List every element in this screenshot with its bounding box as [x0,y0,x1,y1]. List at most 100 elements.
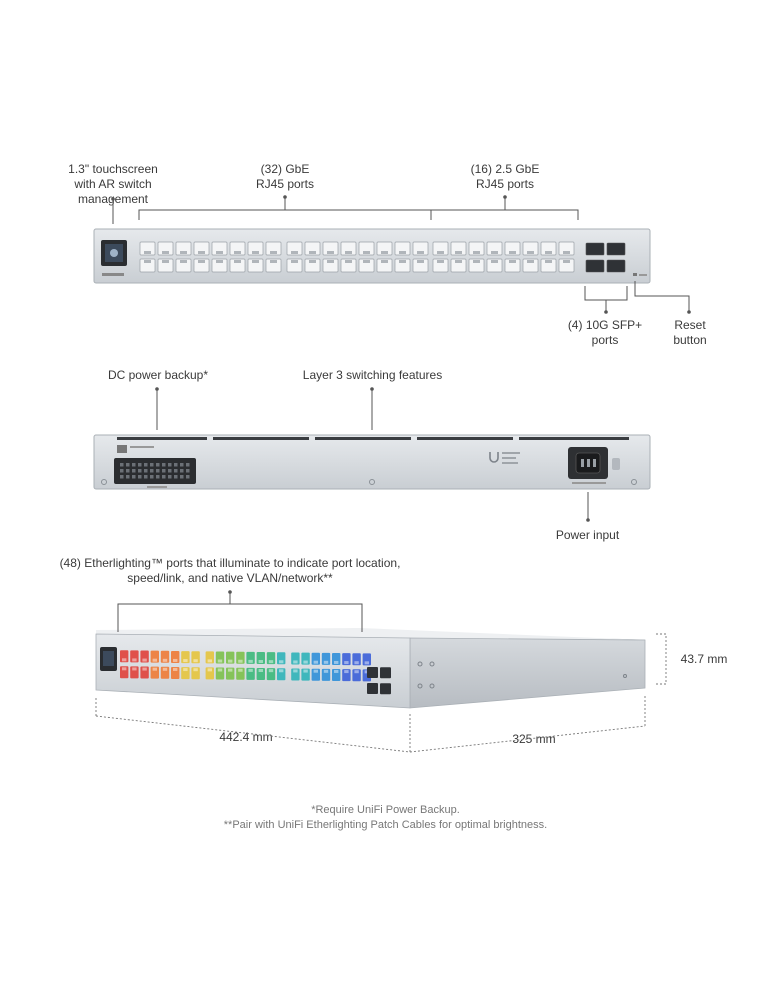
etherlighting-port-tab-37 [313,660,318,664]
etherlighting-port-9 [160,650,170,663]
etherlighting-port-40 [321,668,331,681]
dc-connector-pins [120,463,190,479]
front-rj45-tab-33 [437,251,444,254]
front-rj45-tab-29 [399,251,406,254]
etherlighting-port-39 [321,652,331,665]
front-sfp-port-3 [606,242,626,256]
front-rj45-tab-37 [473,251,480,254]
dc-pin-4 [138,463,142,467]
etherlighting-port-tab-35 [303,660,308,664]
etherlighting-port-6 [140,666,149,679]
front-rj45-port-7 [193,241,210,256]
etherlighting-port-tab-10 [162,667,168,671]
front-rj45-tab-45 [545,251,552,254]
dc-pin-3 [132,463,136,467]
power-input-label: Power input [555,528,620,542]
front-view [93,228,651,284]
front-rj45-tab-32 [417,260,424,263]
front-rj45-port-47 [558,241,575,256]
depth-dim-line [409,725,646,753]
rear-callout-lines [156,389,589,520]
reset-leader [634,281,690,312]
rear-vent-slots [117,437,629,440]
etherlighting-port-tab-33 [293,660,298,664]
dc-pin-15 [132,469,136,473]
dc-pin-30 [150,475,154,479]
etherlighting-port-27 [256,652,265,665]
front-rj45-port-28 [376,258,393,273]
front-rj45-tab-46 [545,260,552,263]
etherlighting-port-tab-32 [279,669,284,673]
front-rj45-port-27 [376,241,393,256]
rear-compliance-text-2 [502,457,516,459]
front-rj45-tab-17 [291,251,298,254]
etherlighting-port-32 [277,668,286,681]
front-rj45-tab-47 [563,251,570,254]
front-rj45-port-45 [540,241,557,256]
front-rj45-tab-23 [345,251,352,254]
front-rj45-tab-11 [234,251,241,254]
perspective-touchscreen-display [103,651,114,666]
front-rj45-tab-48 [563,260,570,263]
etherlighting-port-tab-15 [193,659,198,663]
etherlighting-port-17 [205,651,214,664]
front-rj45-port-33 [432,241,449,256]
front-rj45-tab-39 [491,251,498,254]
etherlighting-dot [228,590,232,594]
etherlighting-port-28 [256,668,265,681]
ge25-bracket [430,209,579,220]
etherlighting-port-tab-5 [142,658,147,662]
front-touchscreen-glow [110,249,118,257]
front-rj45-tab-4 [162,260,169,263]
etherlighting-port-tab-9 [162,658,168,662]
front-rj45-port-41 [504,241,521,256]
front-rj45-port-34 [432,258,449,273]
etherlighting-port-24 [236,667,245,680]
rear-callout-dots [155,387,590,522]
front-rj45-port-8 [193,258,210,273]
etherlighting-port-tab-2 [122,667,127,671]
etherlighting-port-2 [120,666,129,679]
dc-pin-2 [126,463,130,467]
etherlighting-port-34 [291,668,300,681]
etherlighting-port-43 [342,653,351,666]
front-rj45-port-30 [394,258,411,273]
etherlighting-port-3 [130,650,139,663]
etherlighting-port-tab-42 [334,669,339,673]
etherlighting-port-tab-1 [122,658,127,662]
etherlighting-port-tab-47 [364,661,369,665]
reset-button-label: Reset button [673,318,707,347]
rear-label-text [130,446,154,448]
side-screw-3 [417,683,423,689]
etherlighting-port-21 [226,651,235,664]
etherlighting-port-tab-13 [183,659,188,663]
front-rj45-port-31 [412,241,429,256]
dc-pin-34 [174,475,178,479]
dc-pin-28 [138,475,142,479]
width-dimension: 442.4 mm [212,730,280,745]
front-rj45-tab-13 [252,251,259,254]
front-rj45-port-23 [340,241,357,256]
etherlighting-port-12 [171,666,180,679]
ge25-dot [503,195,507,199]
front-rj45-port-44 [522,258,539,273]
etherlighting-port-18 [205,667,214,680]
etherlighting-port-tab-21 [228,659,233,663]
etherlighting-port-tab-18 [207,668,212,672]
ge25-ports-label: (16) 2.5 GbE RJ45 ports [470,162,540,191]
rear-ground-tab [612,458,620,470]
perspective-sfp-port-3 [380,667,391,679]
rear-vent-4 [417,437,513,440]
etherlighting-port-14 [181,667,190,680]
front-rj45-port-21 [322,241,339,256]
layer3-dot [370,387,374,391]
front-rj45-port-5 [175,241,192,256]
reset-label-mark [639,274,647,276]
front-rj45-tab-41 [509,251,516,254]
etherlighting-port-1 [120,650,129,663]
dc-pin-18 [150,469,154,473]
rear-vent-2 [213,437,309,440]
perspective-sfp-port-1 [367,667,378,678]
front-rj45-tab-6 [180,260,187,263]
dc-pin-11 [180,463,184,467]
